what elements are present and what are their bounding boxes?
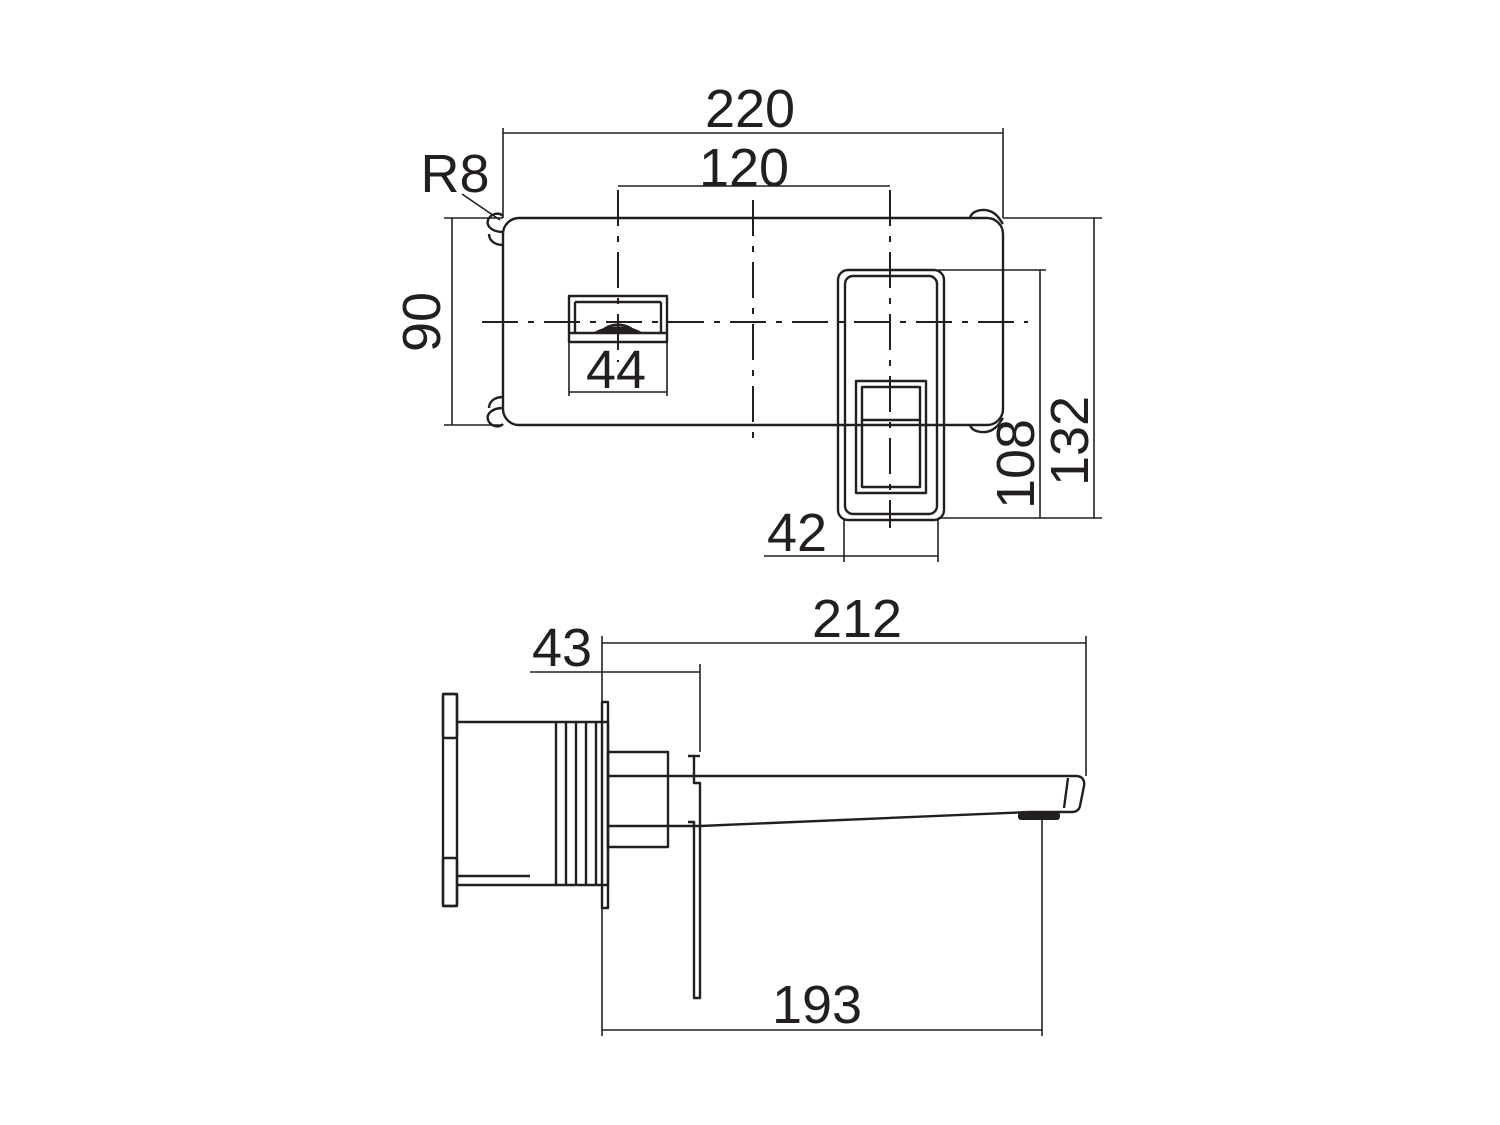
dim-label-120: 120 xyxy=(699,138,789,198)
dimension-44: 44 xyxy=(568,340,668,400)
spacer-block xyxy=(606,750,670,849)
dimension-90: 90 xyxy=(392,217,503,426)
mounting-lug-top-left xyxy=(486,212,504,247)
dimension-220: 220 xyxy=(502,79,1004,218)
dimension-212: 212 xyxy=(601,589,1087,776)
dimension-42: 42 xyxy=(764,503,939,563)
front-view: 220 120 R8 90 44 xyxy=(392,79,1102,563)
side-view: 212 43 193 xyxy=(441,589,1087,1036)
dim-label-132: 132 xyxy=(1040,396,1100,486)
mounting-lug-bottom-left xyxy=(486,395,504,428)
mounting-lug-bottom-right xyxy=(968,417,1004,434)
threaded-body xyxy=(554,720,610,887)
dim-label-r8: R8 xyxy=(420,144,489,204)
dimension-120: 120 xyxy=(618,138,890,198)
handle-side xyxy=(688,754,702,1000)
dimension-193: 193 xyxy=(601,820,1043,1036)
dim-label-90: 90 xyxy=(392,292,452,352)
spout-side xyxy=(608,774,1086,828)
rear-flange xyxy=(441,692,556,908)
dim-label-108: 108 xyxy=(986,419,1046,509)
mounting-lug-top-right xyxy=(968,208,1004,225)
dimension-r8: R8 xyxy=(420,144,501,221)
dim-label-212: 212 xyxy=(812,589,902,649)
dimension-43: 43 xyxy=(530,618,701,752)
dim-label-193: 193 xyxy=(772,975,862,1035)
dim-label-44: 44 xyxy=(586,340,646,400)
dim-label-42: 42 xyxy=(767,503,827,563)
dim-label-220: 220 xyxy=(705,79,795,139)
dim-label-43: 43 xyxy=(532,618,592,678)
dimension-108: 108 xyxy=(938,269,1046,519)
dimension-132: 132 xyxy=(1003,217,1102,519)
